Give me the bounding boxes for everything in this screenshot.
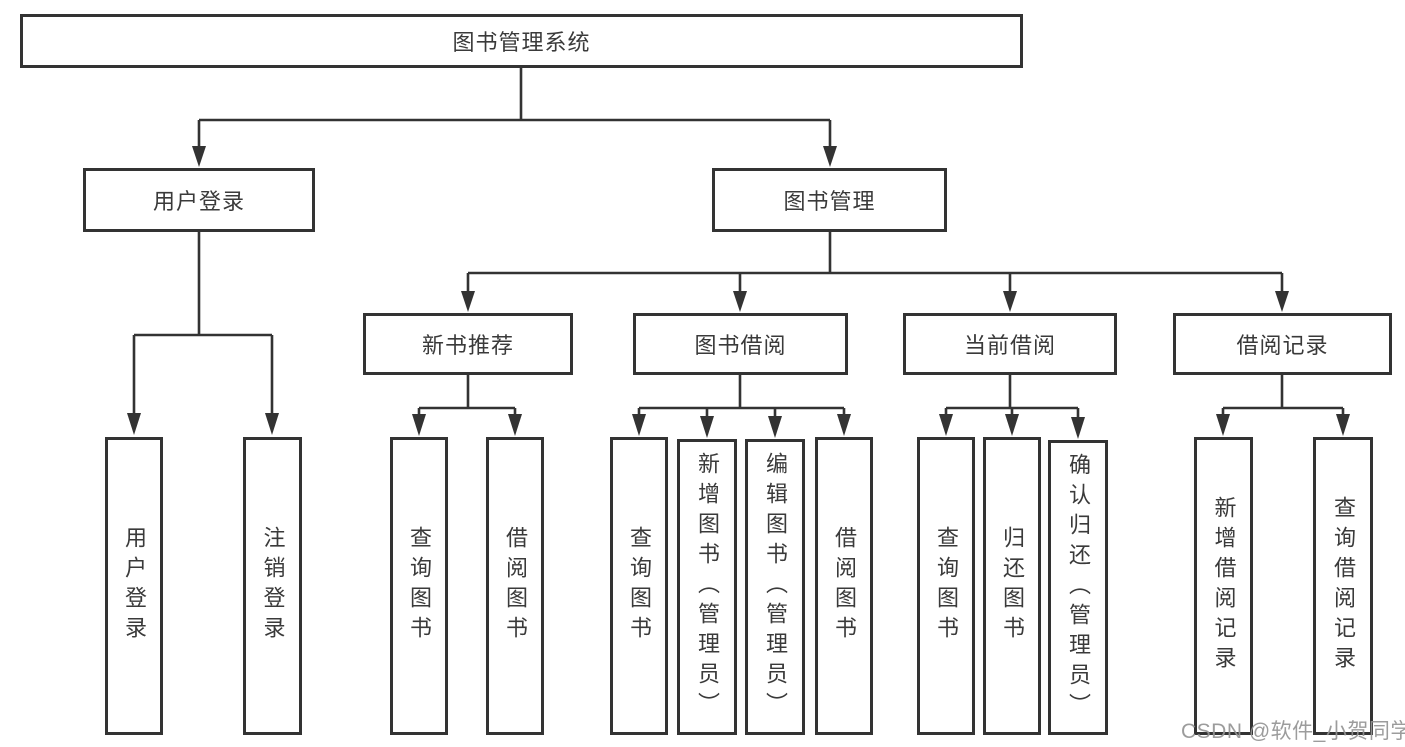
csdn-watermark: CSDN @软件_小贺同学: [1181, 720, 1405, 743]
arrowhead: [192, 146, 206, 167]
node-borrow-records-label: 借阅记录: [1236, 333, 1329, 358]
node-root-library-management-system: 图书管理系统: [20, 14, 1023, 68]
leaf-edit-books-admin-label: 编辑图书（管理员）: [763, 452, 788, 722]
leaf-return-books: 归还图书: [983, 437, 1041, 735]
leaf-confirm-return-admin: 确认归还（管理员）: [1048, 440, 1108, 735]
node-book-borrow-label: 图书借阅: [694, 333, 787, 358]
leaf-query-books-recommend-label: 查询图书: [407, 526, 432, 646]
leaf-borrow-books-recommend: 借阅图书: [486, 437, 544, 735]
node-book-management-label: 图书管理: [783, 189, 876, 214]
arrowhead: [1216, 414, 1230, 436]
leaf-add-borrow-record: 新增借阅记录: [1194, 437, 1253, 735]
node-borrow-records: 借阅记录: [1173, 313, 1392, 375]
arrowhead: [939, 414, 953, 436]
leaf-add-borrow-record-label: 新增借阅记录: [1211, 496, 1237, 676]
leaf-confirm-return-admin-label: 确认归还（管理员）: [1066, 452, 1091, 723]
leaf-add-books-admin: 新增图书（管理员）: [677, 439, 737, 735]
leaf-logout-label: 注销登录: [260, 526, 286, 646]
leaf-user-login: 用户登录: [105, 437, 163, 735]
arrowhead: [733, 291, 747, 312]
arrowhead: [461, 291, 475, 312]
arrowhead: [1005, 414, 1019, 436]
connector-book-management-to-level3: [466, 232, 1284, 292]
leaf-query-books-recommend: 查询图书: [390, 437, 448, 735]
leaf-query-books-borrow: 查询图书: [610, 437, 668, 735]
arrowhead: [508, 414, 522, 436]
arrowhead: [1336, 414, 1350, 436]
connector-root-to-level2: [197, 68, 832, 147]
node-book-borrow: 图书借阅: [633, 313, 848, 375]
node-user-login-label: 用户登录: [152, 189, 245, 214]
node-new-book-recommend: 新书推荐: [363, 313, 573, 375]
leaf-query-books-borrow-label: 查询图书: [627, 526, 652, 646]
leaf-borrow-books-label: 借阅图书: [832, 526, 857, 646]
leaf-borrow-books: 借阅图书: [815, 437, 873, 735]
connector-borrow-records-to-leaves: [1221, 375, 1345, 415]
leaf-edit-books-admin: 编辑图书（管理员）: [745, 439, 805, 735]
leaf-add-books-admin-label: 新增图书（管理员）: [695, 452, 720, 722]
node-book-management: 图书管理: [712, 168, 947, 232]
node-new-book-recommend-label: 新书推荐: [421, 333, 514, 358]
leaf-return-books-label: 归还图书: [1000, 526, 1025, 646]
leaf-borrow-books-recommend-label: 借阅图书: [503, 526, 528, 646]
arrowhead: [837, 414, 851, 436]
connector-new-book-recommend-to-leaves: [417, 375, 517, 415]
connector-user-login-to-leaves: [132, 232, 274, 414]
leaf-logout: 注销登录: [243, 437, 302, 735]
arrowhead: [1275, 291, 1289, 312]
arrowhead: [265, 413, 279, 435]
node-current-borrow-label: 当前借阅: [963, 333, 1056, 358]
arrowhead: [1071, 417, 1085, 439]
node-user-login: 用户登录: [83, 168, 315, 232]
arrowhead: [823, 146, 837, 167]
node-root-label: 图书管理系统: [452, 30, 591, 55]
leaf-user-login-label: 用户登录: [122, 526, 147, 646]
leaf-query-books-current-label: 查询图书: [934, 526, 959, 646]
arrowhead: [700, 416, 714, 438]
connector-book-borrow-to-leaves: [637, 375, 846, 417]
node-current-borrow: 当前借阅: [903, 313, 1117, 375]
leaf-query-borrow-record: 查询借阅记录: [1313, 437, 1373, 735]
leaf-query-borrow-record-label: 查询借阅记录: [1331, 496, 1356, 676]
arrowhead: [127, 413, 141, 435]
arrowhead: [412, 414, 426, 436]
arrowhead: [632, 414, 646, 436]
connector-current-borrow-to-leaves: [944, 375, 1080, 418]
arrowhead: [768, 416, 782, 438]
arrowhead: [1003, 291, 1017, 312]
leaf-query-books-current: 查询图书: [917, 437, 975, 735]
